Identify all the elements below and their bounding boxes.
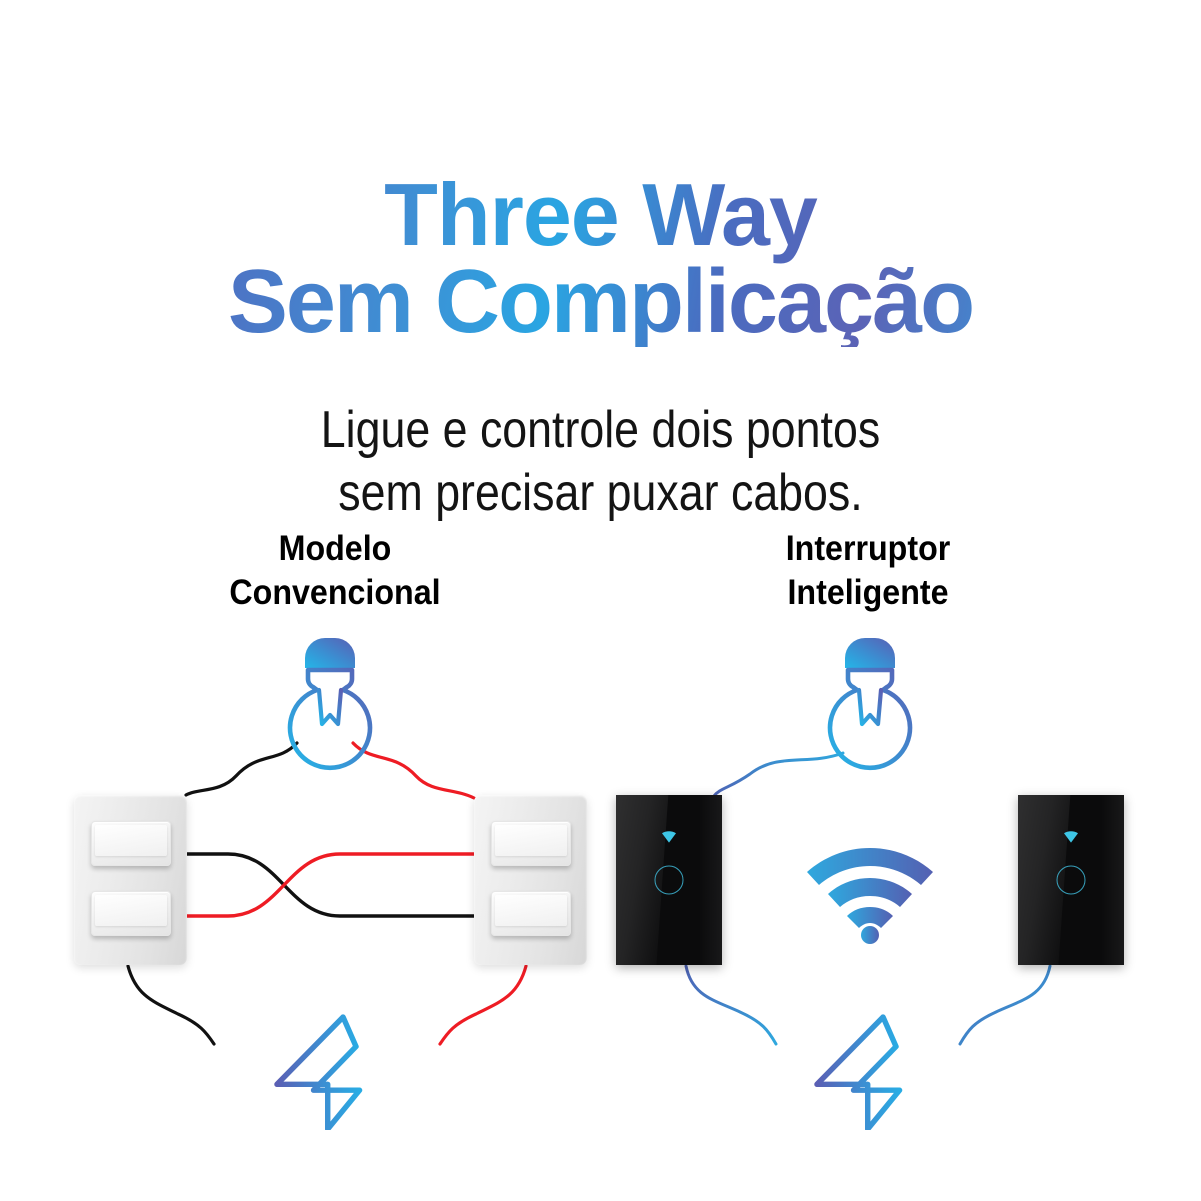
page-title: Three Way Sem Complicação bbox=[0, 171, 1201, 347]
glass-edge-highlight bbox=[698, 795, 722, 965]
rocker-switch-bottom[interactable] bbox=[491, 891, 571, 936]
touch-ring-icon[interactable] bbox=[654, 865, 684, 895]
switch-plate-conventional-left[interactable] bbox=[74, 795, 187, 965]
column-heading-smart-line-2: Inteligente bbox=[787, 572, 949, 612]
rocker-switch-bottom[interactable] bbox=[91, 891, 171, 936]
wire-blue-left-panel-to-power bbox=[684, 964, 778, 1046]
switch-plate-conventional-right[interactable] bbox=[474, 795, 587, 965]
page-title-line-1: Three Way bbox=[384, 164, 817, 264]
rocker-switch-top[interactable] bbox=[91, 821, 171, 866]
wire-black-traveler-crossing bbox=[185, 852, 476, 918]
diagram-conventional bbox=[50, 630, 610, 1130]
touch-ring-icon[interactable] bbox=[1056, 865, 1086, 895]
lightning-bolt-icon bbox=[274, 1014, 363, 1130]
wire-red-bulb-to-right-plate bbox=[351, 741, 476, 800]
column-heading-conventional-line-1: Modelo bbox=[278, 529, 392, 568]
glass-edge-highlight bbox=[1100, 795, 1124, 965]
page-subtitle-line-1: Ligue e controle dois pontos bbox=[320, 401, 881, 459]
column-heading-smart: Interruptor Inteligente bbox=[610, 527, 1125, 615]
diagram-smart-svg bbox=[684, 638, 1052, 1130]
page-subtitle-line-2: sem precisar puxar cabos. bbox=[338, 464, 863, 523]
wifi-icon bbox=[807, 848, 933, 944]
wifi-indicator-icon bbox=[1064, 831, 1078, 843]
light-bulb-icon bbox=[287, 638, 373, 771]
column-heading-smart-line-1: Interruptor bbox=[785, 529, 951, 568]
wire-blue-bulb-to-left-panel bbox=[712, 751, 845, 798]
smart-switch-panel-right[interactable] bbox=[1018, 795, 1124, 965]
diagram-smart bbox=[590, 630, 1150, 1130]
wire-red-traveler-crossing bbox=[185, 852, 476, 918]
page-title-line-2: Sem Complicação bbox=[227, 252, 974, 353]
column-heading-conventional-line-2: Convencional bbox=[229, 572, 441, 612]
diagram-conventional-svg bbox=[126, 638, 528, 1130]
wire-black-bulb-to-left-plate bbox=[184, 741, 299, 797]
wifi-indicator-icon bbox=[662, 831, 676, 843]
light-bulb-icon bbox=[827, 638, 913, 771]
smart-switch-panel-left[interactable] bbox=[616, 795, 722, 965]
column-heading-conventional: Modelo Convencional bbox=[77, 527, 592, 615]
wire-blue-right-panel-to-power bbox=[958, 964, 1052, 1046]
wire-black-left-plate-to-power bbox=[126, 964, 216, 1046]
lightning-bolt-icon bbox=[814, 1014, 903, 1130]
rocker-switch-top[interactable] bbox=[491, 821, 571, 866]
page-subtitle: Ligue e controle dois pontos sem precisa… bbox=[84, 399, 1117, 526]
wire-red-right-plate-to-power bbox=[438, 964, 528, 1046]
